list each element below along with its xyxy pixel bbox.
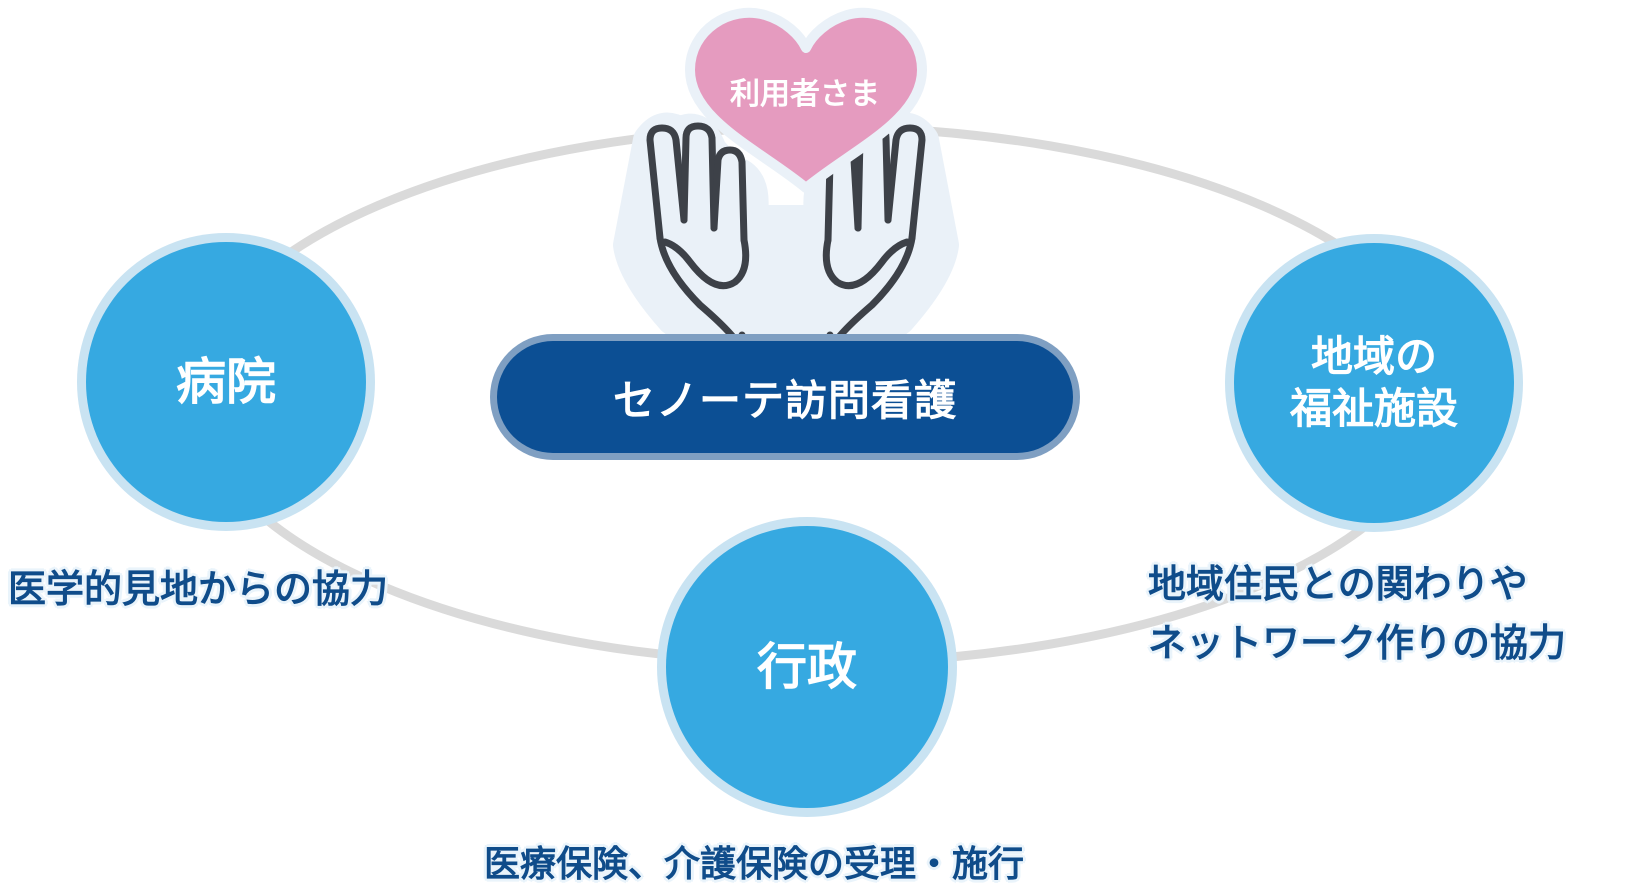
node-welfare: 地域の 福祉施設 bbox=[1234, 243, 1514, 523]
node-government-label: 行政 bbox=[757, 637, 857, 696]
welfare-caption-line2: ネットワーク作りの協力 bbox=[1148, 621, 1567, 665]
hospital-caption: 医学的見地からの協力 bbox=[8, 567, 389, 611]
center-service-label: セノーテ訪問看護 bbox=[497, 341, 1073, 453]
node-welfare-label: 地域の 福祉施設 bbox=[1289, 331, 1458, 434]
center-service-text: セノーテ訪問看護 bbox=[612, 375, 957, 425]
government-caption: 医療保険、介護保険の受理・施行 bbox=[484, 844, 1025, 885]
user-label: 利用者さま bbox=[730, 77, 880, 112]
node-hospital-label: 病院 bbox=[176, 352, 276, 411]
node-government: 行政 bbox=[666, 526, 948, 808]
heart-icon bbox=[685, 7, 927, 193]
welfare-caption-line1: 地域住民との関わりや bbox=[1148, 562, 1528, 606]
node-hospital: 病院 bbox=[86, 242, 366, 522]
